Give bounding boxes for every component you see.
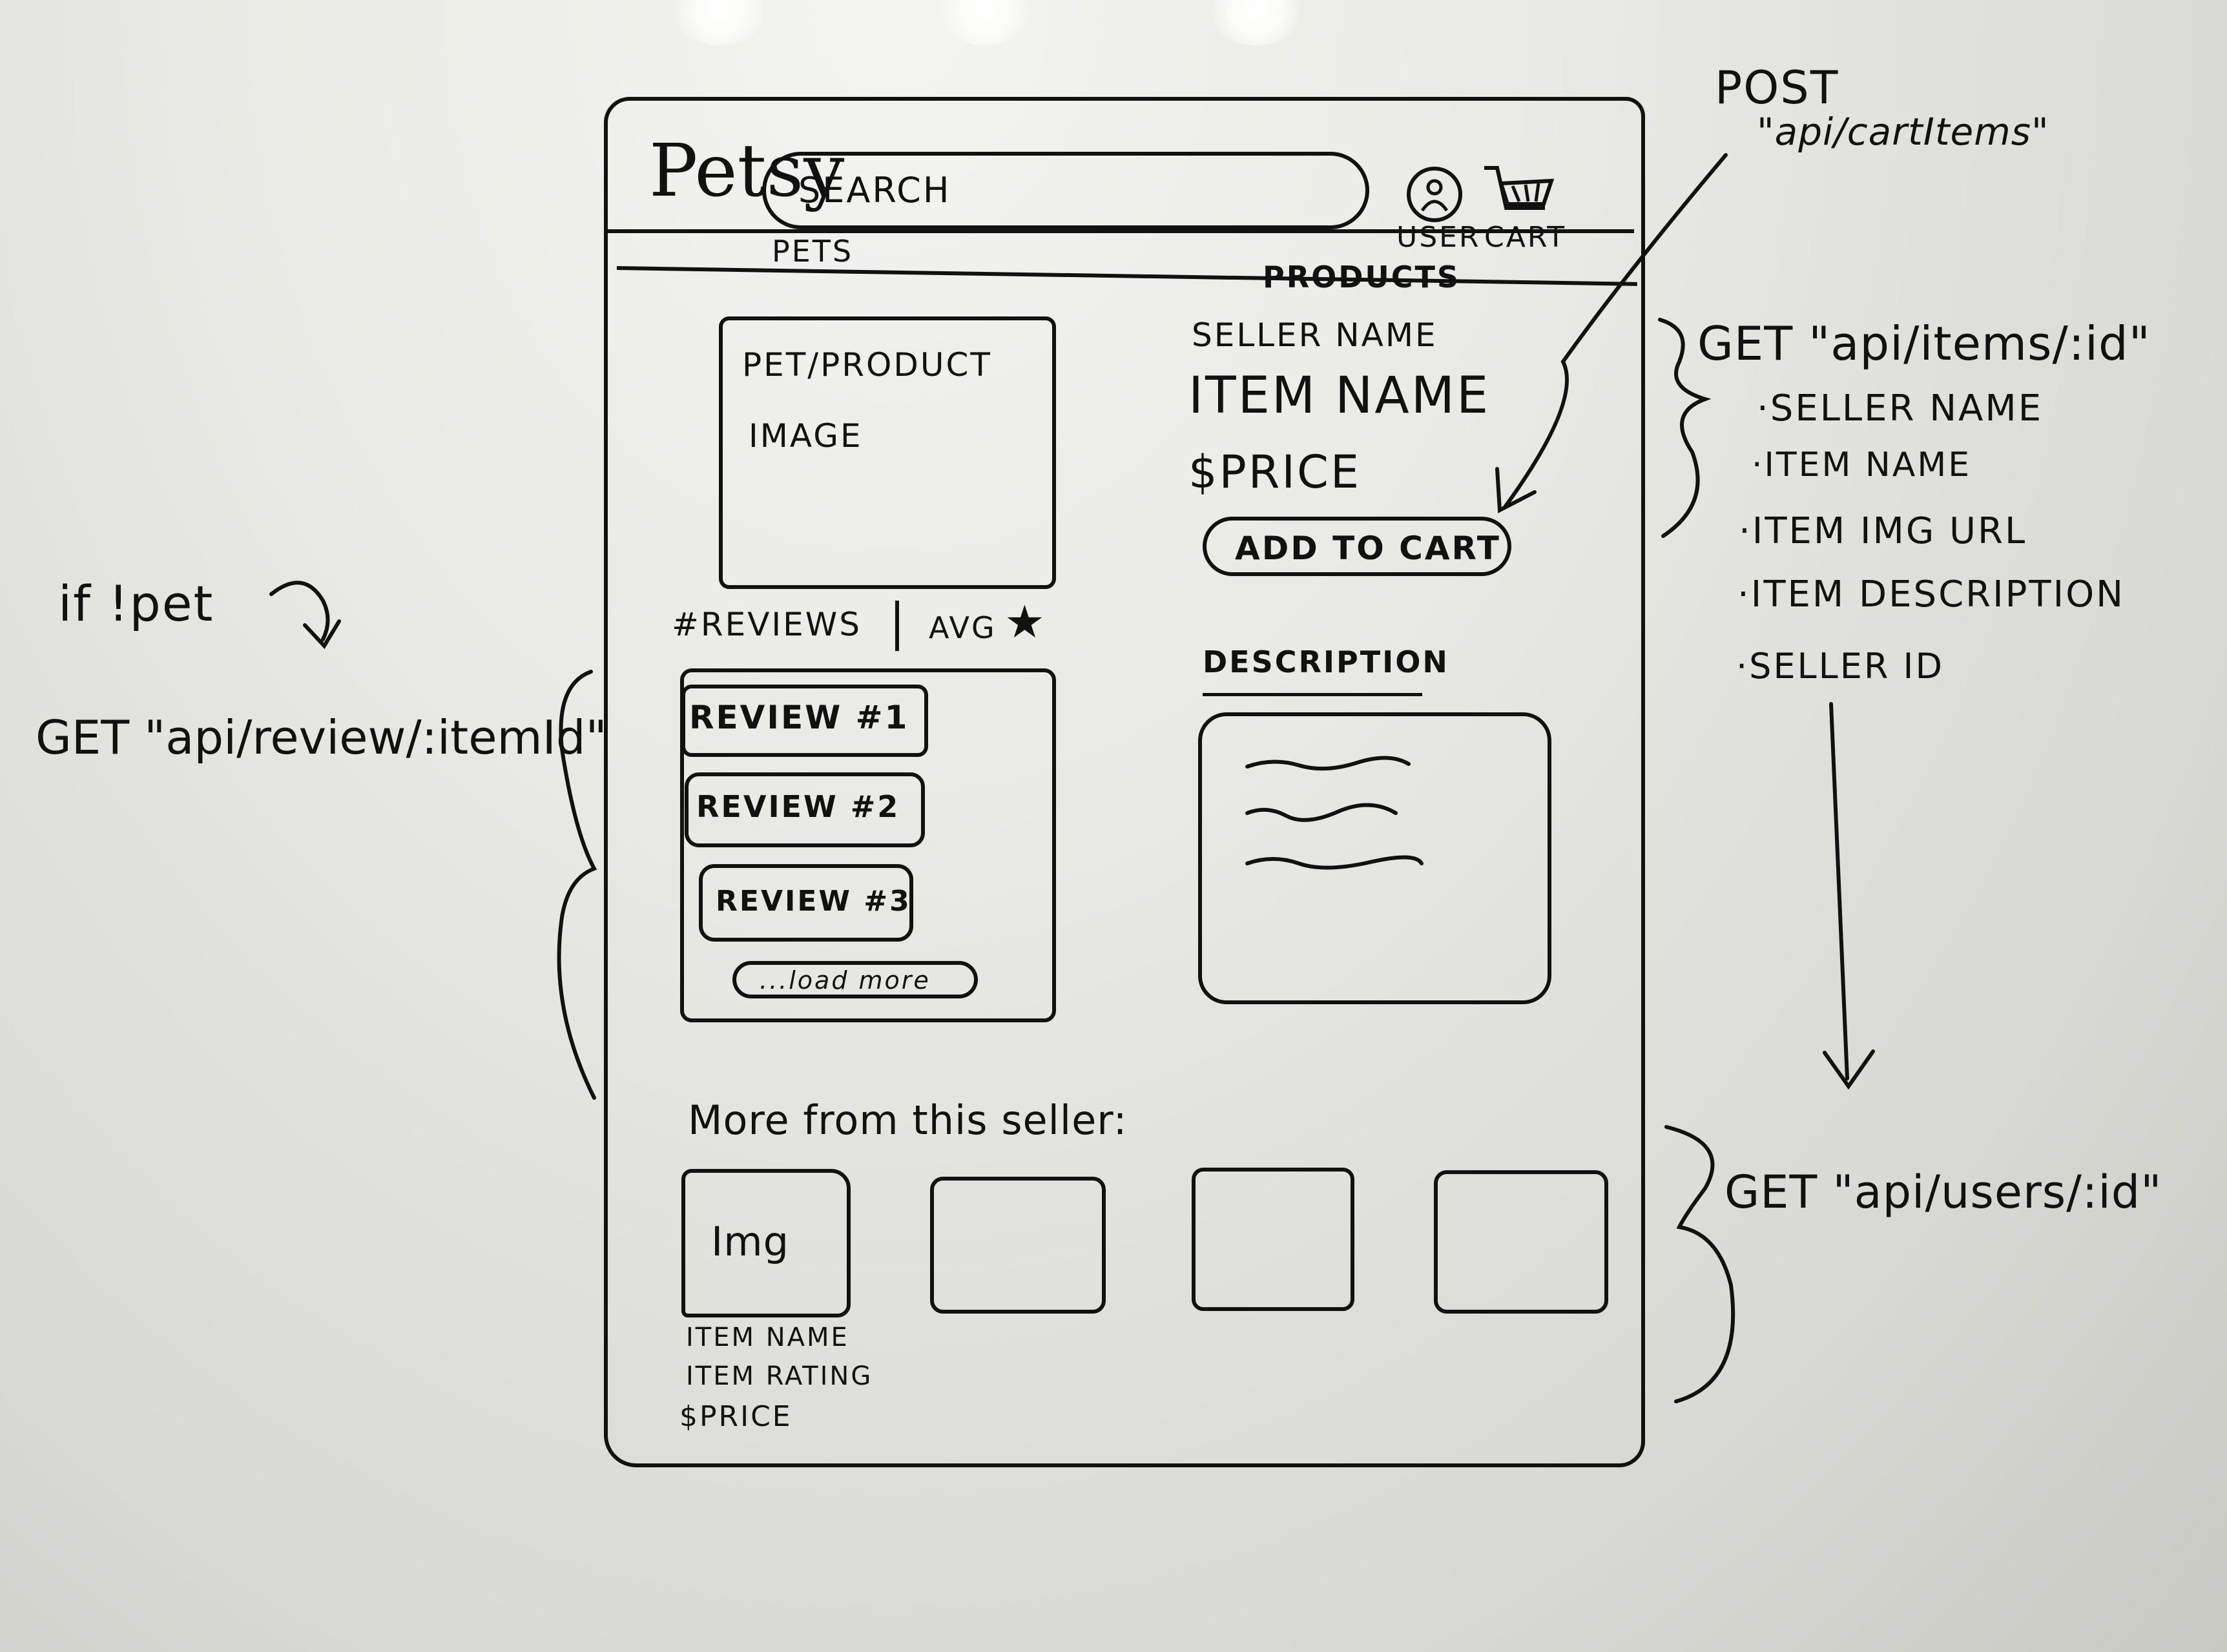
product-image: PET/PRODUCT IMAGE: [719, 316, 1056, 589]
seller-name[interactable]: SELLER NAME: [1192, 316, 1438, 354]
image-placeholder-line1: PET/PRODUCT: [742, 346, 992, 384]
reviews-brace: [557, 670, 597, 1100]
review-item[interactable]: REVIEW #3: [699, 864, 913, 942]
if-not-pet-annotation: if !pet: [58, 575, 214, 632]
get-items-annotation: GET "api/items/:id": [1697, 316, 2151, 371]
review-item[interactable]: REVIEW #1: [681, 685, 928, 757]
get-items-field: ·SELLER NAME: [1757, 387, 2044, 429]
get-reviews-annotation: GET "api/review/:itemId": [36, 710, 607, 765]
star-icon: ★: [1004, 595, 1045, 648]
if-not-pet-arrow-head: [303, 619, 341, 649]
more-from-seller-heading: More from this seller:: [688, 1097, 1128, 1144]
post-arrow: [1503, 153, 1728, 509]
price: $PRICE: [1188, 446, 1362, 499]
users-brace: [1664, 1125, 1735, 1403]
post-annotation-endpoint: "api/cartItems": [1757, 110, 2049, 154]
cart-label: CART: [1484, 221, 1567, 254]
review-label: REVIEW #2: [696, 789, 900, 824]
load-more-label: ...load more: [760, 966, 931, 995]
seller-item-card[interactable]: [1192, 1168, 1354, 1311]
tab-pets[interactable]: PETS: [772, 234, 854, 269]
get-items-field: ·ITEM DESCRIPTION: [1737, 573, 2126, 615]
seller-item-card[interactable]: Img: [681, 1169, 851, 1317]
get-items-field: ·ITEM IMG URL: [1739, 510, 2027, 552]
user-icon-glyph: [1420, 179, 1449, 212]
tab-products[interactable]: PRODUCTS: [1263, 260, 1461, 294]
review-average: AVG: [929, 610, 997, 645]
search-placeholder: SEARCH: [798, 170, 951, 211]
get-items-field: ·SELLER ID: [1736, 646, 1945, 687]
description-underline: [1203, 693, 1422, 696]
description-text-squiggles: [1245, 756, 1424, 870]
review-count: #REVIEWS: [672, 606, 862, 643]
logo[interactable]: Petsy: [649, 129, 845, 213]
if-not-pet-arrow: [269, 581, 330, 641]
post-annotation-label: POST: [1715, 61, 1839, 114]
items-brace: [1658, 318, 1712, 538]
cart-icon[interactable]: [1479, 161, 1557, 226]
review-label: REVIEW #1: [689, 699, 909, 736]
seller-item-price: $PRICE: [679, 1400, 792, 1433]
seller-item-card[interactable]: [1434, 1170, 1608, 1314]
post-arrow-head: [1495, 467, 1537, 513]
user-icon[interactable]: [1407, 167, 1462, 222]
user-label: USER: [1396, 221, 1481, 254]
seller-id-down-arrow-head: [1823, 1049, 1875, 1090]
add-to-cart-label: ADD TO CART: [1235, 530, 1501, 567]
seller-item-img-label: Img: [711, 1218, 790, 1265]
add-to-cart-button[interactable]: ADD TO CART: [1203, 517, 1511, 576]
header-divider: [607, 229, 1634, 233]
description-box: [1198, 712, 1551, 1004]
get-items-field: ·ITEM NAME: [1752, 446, 1972, 484]
item-name: ITEM NAME: [1188, 367, 1491, 425]
seller-id-down-arrow: [1829, 702, 1849, 1080]
seller-item-rating: ITEM RATING: [686, 1361, 873, 1391]
load-more-button[interactable]: ...load more: [732, 961, 978, 998]
seller-item-name: ITEM NAME: [686, 1323, 849, 1352]
seller-item-card[interactable]: [930, 1177, 1106, 1314]
reviews-panel: [680, 668, 1056, 1022]
image-placeholder-line2: IMAGE: [749, 417, 863, 455]
search-input[interactable]: SEARCH: [762, 152, 1369, 229]
review-label: REVIEW #3: [716, 885, 911, 918]
get-users-annotation: GET "api/users/:id": [1725, 1166, 2162, 1219]
wireframe-frame: [604, 97, 1645, 1467]
summary-divider: [895, 601, 899, 651]
description-heading: DESCRIPTION: [1203, 645, 1449, 679]
review-item[interactable]: REVIEW #2: [685, 772, 925, 847]
